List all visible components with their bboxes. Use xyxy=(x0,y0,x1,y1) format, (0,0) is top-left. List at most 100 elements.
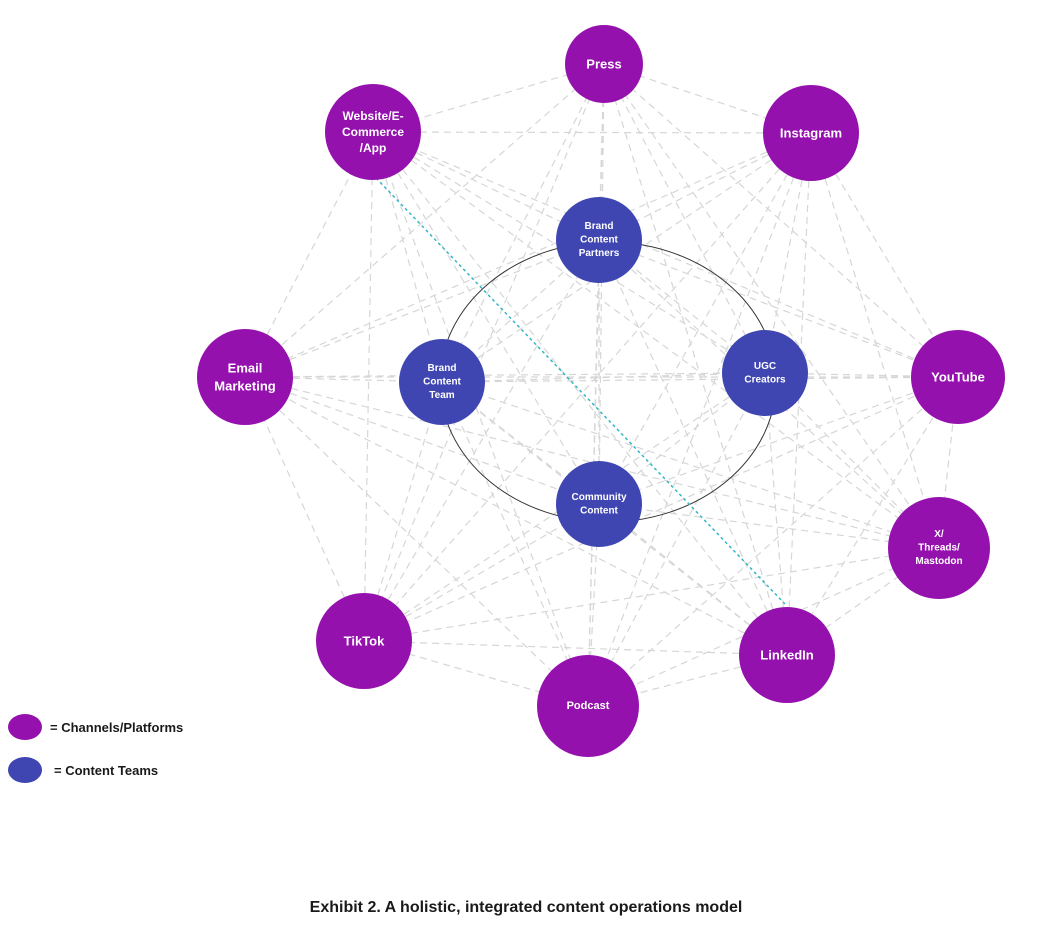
connector-line xyxy=(372,131,600,505)
connector-line xyxy=(603,63,959,378)
channel-label: Threads/ xyxy=(918,543,960,554)
channel-node-tiktok: TikTok xyxy=(316,593,412,689)
team-circle xyxy=(722,330,808,416)
channel-node-x-threads-mastodon: X/Threads/Mastodon xyxy=(888,497,990,599)
channel-node-instagram: Instagram xyxy=(763,85,859,181)
connector-line xyxy=(372,131,812,134)
legend-channels-label: = Channels/Platforms xyxy=(50,719,184,735)
team-circle xyxy=(556,461,642,547)
connector-line xyxy=(244,376,600,505)
connector-line xyxy=(363,547,940,642)
team-label: Community xyxy=(572,492,627,503)
channel-circle xyxy=(316,593,412,689)
team-label: Partners xyxy=(579,248,620,259)
connector-line xyxy=(244,376,589,707)
team-label: Content xyxy=(580,235,618,246)
connector-line xyxy=(244,376,365,642)
channel-circle xyxy=(739,607,835,703)
channel-label: YouTube xyxy=(931,370,985,385)
connector-line xyxy=(244,376,788,656)
connector-line xyxy=(441,381,589,707)
legend-team-swatch xyxy=(8,757,42,783)
connector-line xyxy=(244,239,600,378)
channel-label: /App xyxy=(360,141,387,155)
channel-circle xyxy=(537,655,639,757)
connector-line xyxy=(786,132,812,656)
team-label: Brand xyxy=(585,221,614,232)
team-label: UGC xyxy=(754,361,776,372)
connector-line xyxy=(372,131,443,383)
connector-line xyxy=(598,63,605,505)
connector-line xyxy=(598,239,788,656)
channel-label: TikTok xyxy=(344,634,385,649)
channel-label: Instagram xyxy=(780,126,842,141)
connector-line xyxy=(244,63,605,378)
channel-node-website-ecommerce-app: Website/E- Commerce/App xyxy=(325,84,421,180)
connector-line xyxy=(603,63,766,374)
connector-line xyxy=(603,63,940,549)
legend-channel-swatch xyxy=(8,714,42,740)
channel-circle xyxy=(888,497,990,599)
team-label: Team xyxy=(429,390,454,401)
team-label: Content xyxy=(423,377,461,388)
connector-line xyxy=(363,376,959,642)
connector-line xyxy=(587,372,766,707)
channel-label: Email xyxy=(228,361,263,376)
connector-line xyxy=(441,381,940,549)
connector-line xyxy=(441,376,959,383)
connector-line xyxy=(810,132,940,549)
connector-line xyxy=(363,640,788,656)
channel-node-linkedin: LinkedIn xyxy=(739,607,835,703)
connector-line xyxy=(587,376,959,707)
team-circle xyxy=(399,339,485,425)
channel-label: Commerce xyxy=(342,125,404,139)
legend-channels: = Channels/Platforms xyxy=(8,714,183,740)
channel-label: Marketing xyxy=(214,378,275,393)
exhibit-caption: Exhibit 2. A holistic, integrated conten… xyxy=(309,899,743,916)
connector-line xyxy=(786,376,959,656)
connector-line xyxy=(363,381,443,642)
connector-line xyxy=(372,131,788,656)
legend-teams-label: = Content Teams xyxy=(54,762,159,778)
connector-line xyxy=(363,131,374,642)
channel-label: LinkedIn xyxy=(760,648,814,663)
connector-line xyxy=(372,131,589,707)
channel-circle xyxy=(197,329,293,425)
connector-line xyxy=(587,132,812,707)
channel-label: Press xyxy=(586,57,621,72)
connector-line xyxy=(244,376,443,383)
connector-line xyxy=(598,503,940,549)
team-label: Creators xyxy=(744,374,786,385)
legend-teams: = Content Teams xyxy=(8,757,158,783)
channel-circle xyxy=(911,330,1005,424)
connector-line xyxy=(598,239,959,378)
connector-line xyxy=(244,132,812,378)
channel-label: Website/E- xyxy=(342,109,403,123)
channel-circle xyxy=(325,84,421,180)
channel-circle xyxy=(565,25,643,103)
channel-node-press: Press xyxy=(565,25,643,103)
team-label: Content xyxy=(580,505,618,516)
connector-line xyxy=(244,372,766,378)
highlight-connector xyxy=(375,177,786,605)
team-circle xyxy=(556,197,642,283)
channel-node-youtube: YouTube xyxy=(911,330,1005,424)
connector-line xyxy=(372,131,940,549)
connector-line xyxy=(363,503,600,642)
connector-line xyxy=(363,63,605,642)
connector-line xyxy=(598,132,812,505)
channel-label: Podcast xyxy=(567,700,610,712)
channel-label: X/ xyxy=(934,529,944,540)
connector-line xyxy=(363,239,600,642)
diagram-nodes: PressInstagramYouTubeX/Threads/MastodonL… xyxy=(197,25,1005,757)
connector-line xyxy=(363,132,812,642)
connector-line xyxy=(372,131,959,378)
connector-line xyxy=(372,63,605,133)
team-label: Brand xyxy=(428,363,457,374)
connector-line xyxy=(598,376,959,505)
